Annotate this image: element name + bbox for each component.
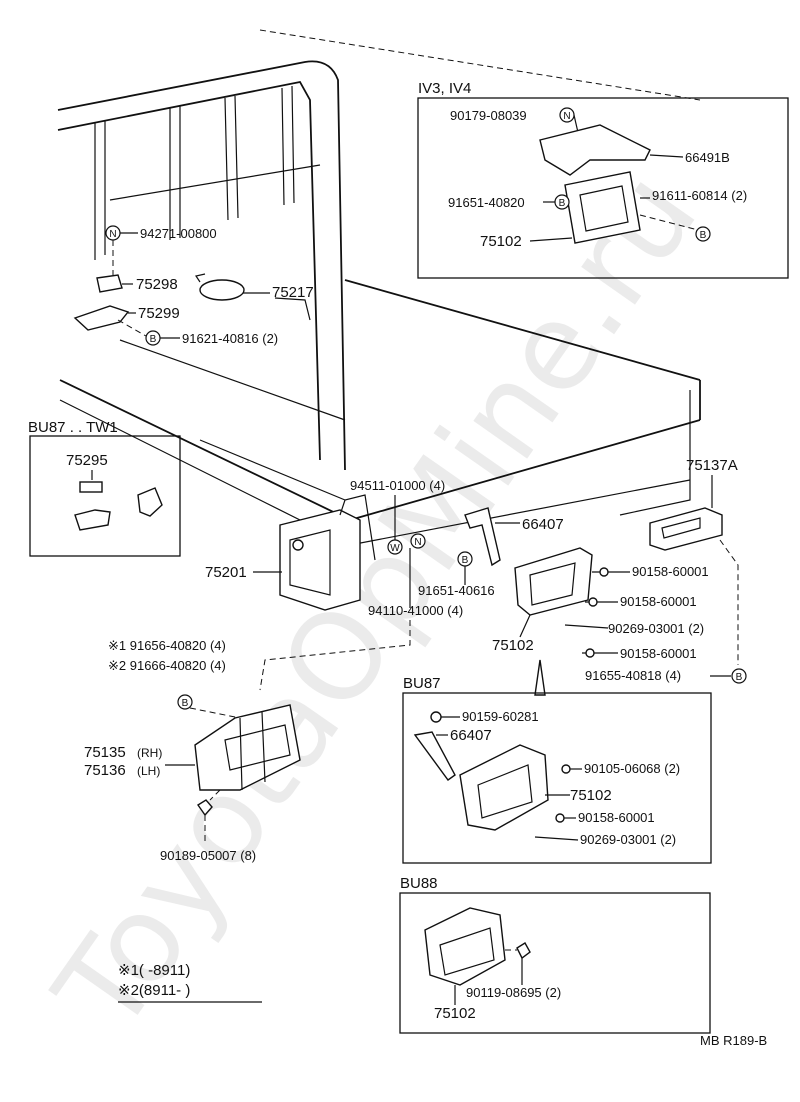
- label-75136-side: (LH): [137, 764, 160, 778]
- label-75298: 75298: [136, 276, 178, 293]
- label-75135: 75135: [84, 744, 126, 761]
- marker-b-2: [695, 226, 711, 242]
- label-94511-01000: 94511-01000 (4): [350, 478, 445, 493]
- svg-text:N: N: [414, 537, 421, 548]
- bolt-90159: [430, 711, 442, 723]
- reference-code: MB R189-B: [700, 1033, 767, 1048]
- label-75295: 75295: [66, 452, 108, 469]
- marker-b-1: [554, 194, 570, 210]
- label-91611-60814: 91611-60814 (2): [652, 188, 747, 203]
- label-75137a: 75137A: [686, 457, 738, 474]
- label-66491b: 66491B: [685, 150, 730, 165]
- label-75102-bu87: 75102: [570, 787, 612, 804]
- stay-66407: [464, 507, 501, 567]
- lamp-75201: [279, 509, 361, 611]
- label-75102-bu88: 75102: [434, 1005, 476, 1022]
- bracket-bu87: [459, 744, 549, 831]
- box-bu88: BU88 90119-08695 (2) 75102: [399, 875, 711, 1034]
- license-plate-holder-iv: [564, 171, 641, 244]
- label-90158-60001-c: 90158-60001: [620, 646, 697, 661]
- block-tw1: [137, 487, 163, 517]
- label-90269-03001-bu87: 90269-03001 (2): [580, 832, 676, 847]
- label-75102-main: 75102: [492, 637, 534, 654]
- stay-bu87: [413, 731, 456, 781]
- label-75299: 75299: [138, 305, 180, 322]
- label-94110-41000: 94110-41000 (4): [368, 603, 463, 618]
- box-bu87-tw1: BU87 . . TW1 75295: [28, 419, 181, 557]
- svg-text:B: B: [559, 198, 566, 209]
- bracket-plate: [194, 704, 301, 791]
- nut-90189: [197, 799, 213, 817]
- label-90158-60001-b: 90158-60001: [620, 594, 697, 609]
- bracket-75299: [73, 305, 130, 331]
- label-90269-03001-a: 90269-03001 (2): [608, 621, 704, 636]
- bracket-bu88: [424, 907, 506, 986]
- box-iv3-iv4: IV3, IV4 90179-08039 N 66491B 91651-4082…: [417, 80, 789, 279]
- label-90179-08039: 90179-08039: [450, 108, 527, 123]
- box-bu87tw1-title: BU87 . . TW1: [28, 419, 118, 436]
- svg-text:N: N: [563, 111, 570, 122]
- bolt-90119: [516, 942, 531, 960]
- marker-b-4: [731, 668, 747, 684]
- label-75135-side: (RH): [137, 746, 162, 760]
- label-66407: 66407: [522, 516, 564, 533]
- arrow-up: [534, 659, 546, 696]
- note-2: ※2(8911- ): [118, 982, 190, 999]
- svg-text:W: W: [390, 543, 400, 554]
- label-90158-60001-a: 90158-60001: [632, 564, 709, 579]
- svg-text:B: B: [462, 555, 469, 566]
- clip-tw1: [74, 509, 111, 531]
- marker-w: [387, 539, 403, 555]
- notes: ※1( -8911) ※2(8911- ) MB R189-B: [118, 962, 767, 1048]
- label-75217: 75217: [272, 284, 314, 301]
- ring-75217: [199, 279, 245, 301]
- upper-left-parts: N 94271-00800 75298 75217 75299 B 91621-…: [73, 225, 314, 346]
- label-75201: 75201: [205, 564, 247, 581]
- lamp-body: [649, 507, 723, 551]
- label-90189-05007: 90189-05007 (8): [160, 848, 256, 863]
- label-91651-40820: 91651-40820: [448, 195, 525, 210]
- marker-b-6: [177, 694, 193, 710]
- box-bu88-title: BU88: [400, 875, 438, 892]
- label-94271-00800: 94271-00800: [140, 226, 217, 241]
- svg-text:B: B: [700, 230, 707, 241]
- label-91655-40818: 91655-40818 (4): [585, 668, 681, 683]
- label-90159-60281: 90159-60281: [462, 709, 539, 724]
- label-75136: 75136: [84, 762, 126, 779]
- pad-75295: [79, 481, 103, 493]
- svg-text:N: N: [109, 229, 116, 240]
- note-1: ※1( -8911): [118, 962, 190, 979]
- label-91651-40616: 91651-40616: [418, 583, 495, 598]
- box-iv-title: IV3, IV4: [418, 80, 471, 97]
- label-91656-40820: ※1 91656-40820 (4): [108, 638, 226, 653]
- bracket-66491b: [539, 124, 651, 176]
- label-90119-08695: 90119-08695 (2): [466, 985, 561, 1000]
- label-90158-60001-bu87: 90158-60001: [578, 810, 655, 825]
- label-90105-06068: 90105-06068 (2): [584, 761, 680, 776]
- box-bu87-title: BU87: [403, 675, 441, 692]
- clip-75298: [96, 274, 123, 293]
- label-91666-40820: ※2 91666-40820 (4): [108, 658, 226, 673]
- svg-text:B: B: [150, 334, 157, 345]
- bracket-75102-main: [514, 547, 593, 616]
- lamp-75137a: 75137A B: [649, 457, 747, 684]
- label-66407-bu87: 66407: [450, 727, 492, 744]
- label-91621-40816: 91621-40816 (2): [182, 331, 278, 346]
- central-assembly: 94511-01000 (4) 75201 W N 94110-41000 (4…: [205, 478, 731, 696]
- marker-n-3: [410, 533, 426, 549]
- label-75102-iv: 75102: [480, 233, 522, 250]
- bracket-75135-75136: ※1 91656-40820 (4) ※2 91666-40820 (4) B …: [84, 638, 301, 863]
- svg-text:B: B: [182, 698, 189, 709]
- svg-text:B: B: [736, 672, 743, 683]
- box-bu87: BU87 90159-60281 66407 75102 90105-06068…: [402, 675, 712, 864]
